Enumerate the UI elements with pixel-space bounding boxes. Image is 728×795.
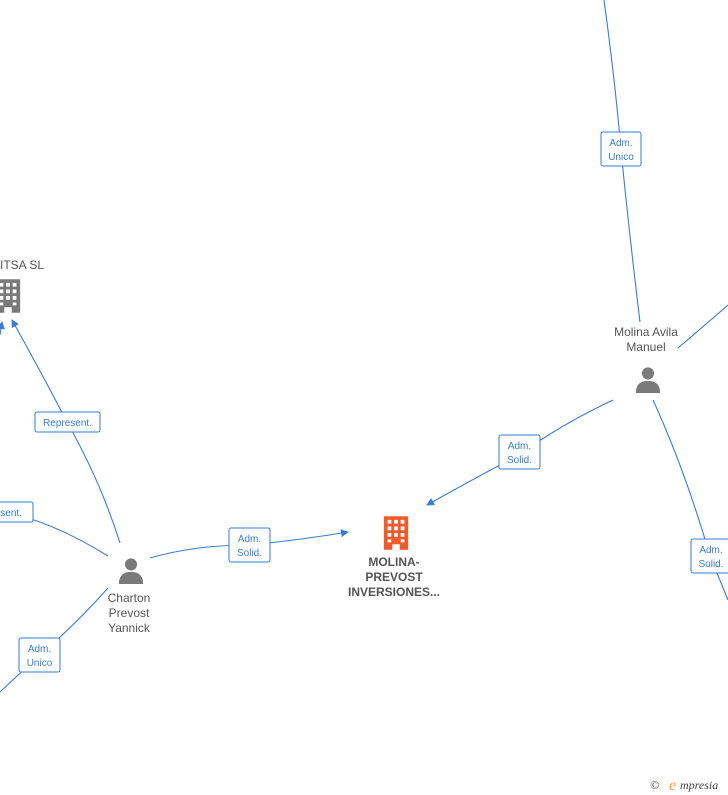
empresia-watermark: © e mpresia bbox=[650, 777, 718, 794]
svg-text:Prevost: Prevost bbox=[109, 606, 150, 620]
edge-molina-avila-to-right bbox=[677, 304, 728, 349]
building-icon bbox=[383, 516, 409, 550]
svg-text:Adm.: Adm. bbox=[28, 644, 51, 655]
person-icon bbox=[118, 558, 144, 584]
svg-text:Adm.: Adm. bbox=[609, 138, 632, 149]
svg-text:Adm.: Adm. bbox=[508, 441, 531, 452]
empresia-logo-text: mpresia bbox=[680, 778, 718, 792]
svg-text:PREVOST: PREVOST bbox=[365, 570, 423, 584]
person-icon bbox=[635, 367, 661, 393]
svg-text:Solid.: Solid. bbox=[237, 548, 262, 559]
svg-text:Yannick: Yannick bbox=[108, 621, 151, 635]
edge-label-represent-cut[interactable]: esent. bbox=[0, 501, 34, 523]
edge-label-represent[interactable]: Represent. bbox=[34, 411, 101, 433]
edge-label-adm-unico-top[interactable]: Adm. Unico bbox=[600, 131, 642, 167]
svg-text:MOLINA-: MOLINA- bbox=[368, 555, 419, 569]
svg-text:INVERSIONES...: INVERSIONES... bbox=[348, 585, 440, 599]
svg-text:Adm.: Adm. bbox=[699, 545, 722, 556]
empresia-logo-e: e bbox=[669, 777, 676, 794]
copyright-icon: © bbox=[650, 778, 659, 792]
svg-text:ITSA SL: ITSA SL bbox=[0, 258, 44, 272]
svg-text:Molina Avila: Molina Avila bbox=[614, 325, 678, 339]
node-itsa-sl[interactable]: ITSA SL bbox=[0, 258, 44, 313]
building-icon bbox=[0, 279, 21, 313]
node-molina-avila-manuel[interactable]: Molina Avila Manuel bbox=[614, 325, 678, 393]
edge-label-adm-solid-center[interactable]: Adm. Solid. bbox=[498, 434, 541, 470]
svg-text:Solid.: Solid. bbox=[507, 455, 532, 466]
svg-text:Solid.: Solid. bbox=[698, 559, 723, 570]
svg-text:Adm.: Adm. bbox=[238, 534, 261, 545]
edge-label-adm-solid-right[interactable]: Adm. Solid. bbox=[690, 538, 728, 574]
edge-label-adm-unico-bottom[interactable]: Adm. Unico bbox=[18, 637, 61, 673]
svg-text:Unico: Unico bbox=[27, 658, 53, 669]
edge-label-adm-solid-charton[interactable]: Adm. Solid. bbox=[228, 527, 271, 563]
edge-itsa-offscreen bbox=[0, 321, 5, 336]
svg-text:Represent.: Represent. bbox=[43, 418, 92, 429]
svg-text:Charton: Charton bbox=[108, 591, 151, 605]
node-charton-prevost-yannick[interactable]: Charton Prevost Yannick bbox=[108, 558, 151, 635]
svg-text:Unico: Unico bbox=[608, 152, 634, 163]
svg-text:Manuel: Manuel bbox=[626, 340, 665, 354]
node-molina-prevost-inversiones[interactable]: MOLINA- PREVOST INVERSIONES... bbox=[348, 516, 440, 599]
svg-text:esent.: esent. bbox=[0, 508, 22, 519]
